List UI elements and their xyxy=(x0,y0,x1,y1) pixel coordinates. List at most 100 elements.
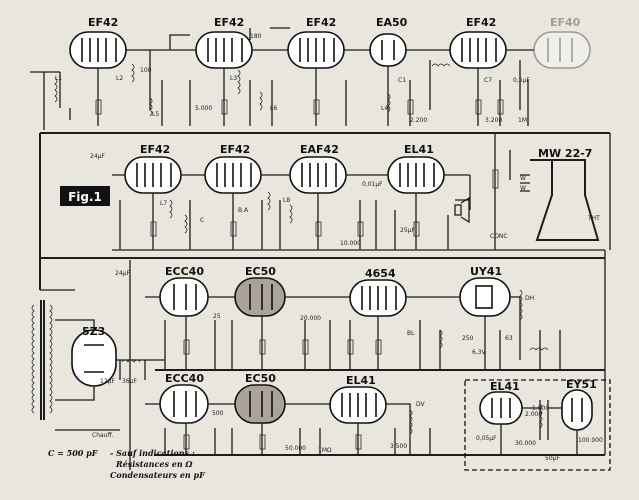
tube-label-r1-6: EF40 xyxy=(550,16,581,29)
tube-r3-1 xyxy=(159,277,209,317)
tube-label-r4-5: EY51 xyxy=(566,378,597,391)
label-r100: 100 xyxy=(140,67,152,74)
label-l8: L8 xyxy=(283,197,290,204)
tube-label-r2-4: EL41 xyxy=(404,143,434,156)
label-uf50: 50μF xyxy=(545,455,560,462)
label-uf24b: 24μF xyxy=(115,270,130,277)
tube-label-r3-4: UY41 xyxy=(470,265,502,278)
rectifier-tube xyxy=(71,329,117,387)
tube-r3-3 xyxy=(349,279,407,317)
label-r3200: 3.200 xyxy=(485,117,502,124)
label-r500: 500 xyxy=(212,410,224,417)
row4 xyxy=(145,384,431,455)
tube-label-r1-1: EF42 xyxy=(88,16,118,29)
tube-label-r1-5: EF42 xyxy=(466,16,496,29)
tube-r1-1 xyxy=(69,31,127,69)
label-dh: DH xyxy=(525,295,534,302)
tube-label-r4-1: ECC40 xyxy=(165,372,204,385)
label-w1: W xyxy=(520,175,526,182)
tube-r3-2 xyxy=(234,277,286,317)
label-uf12: 12μF xyxy=(100,378,115,385)
label-l5: L5 xyxy=(152,111,159,118)
tube-r1-2 xyxy=(195,31,253,69)
tube-label-r1-2: EF42 xyxy=(214,16,244,29)
tube-r4-3 xyxy=(329,386,387,424)
tube-label-r3-3: 4654 xyxy=(365,267,396,280)
label-r3500: 3.500 xyxy=(390,443,407,450)
tube-r3-4 xyxy=(459,277,511,317)
label-63: 63 xyxy=(505,335,513,342)
tube-r2-2 xyxy=(204,156,262,194)
label-uf01: 0,01μF xyxy=(362,181,383,188)
eht-subcircuit xyxy=(464,379,611,471)
label-l3: L3 xyxy=(230,75,237,82)
note-line1: - Sauf indications : xyxy=(110,448,195,458)
crt xyxy=(492,133,600,250)
label-uf05: 0,5μF xyxy=(513,77,530,84)
tube-label-r3-1: ECC40 xyxy=(165,265,204,278)
power-supply xyxy=(31,300,165,431)
label-conc: CONC xyxy=(490,233,508,240)
tube-r4-5 xyxy=(561,389,593,431)
label-l4: L4 xyxy=(381,105,388,112)
tube-r1-4 xyxy=(369,33,407,67)
tube-r4-2 xyxy=(234,384,286,424)
crt-tht-label: THT xyxy=(587,215,600,222)
label-r10000: 10.000 xyxy=(340,240,361,247)
label-chauff: Chauff. xyxy=(92,432,114,439)
label-r2000: 2.000 xyxy=(525,411,542,418)
crt-label: MW 22-7 xyxy=(538,147,592,160)
tube-label-r4-3: EL41 xyxy=(346,374,376,387)
tube-label-r1-3: EF42 xyxy=(306,16,336,29)
label-l2: L2 xyxy=(116,75,123,82)
tube-label-r1-4: EA50 xyxy=(376,16,408,29)
label-l1: L1 xyxy=(55,75,62,82)
note-line3: Condensateurs en pF xyxy=(110,470,206,480)
label-6v3: 6,3V xyxy=(472,349,487,356)
tube-r2-4 xyxy=(387,156,445,194)
tube-label-r3-2: EC50 xyxy=(245,265,276,278)
label-c7: C7 xyxy=(484,77,492,84)
figure-label-box: Fig.1 xyxy=(60,186,110,206)
tube-r2-1 xyxy=(124,156,182,194)
label-uf25: 25μF xyxy=(400,227,415,234)
figure-label: Fig.1 xyxy=(68,190,102,204)
label-l7: L7 xyxy=(160,200,167,207)
row2 xyxy=(112,156,471,250)
label-c: C xyxy=(200,217,204,224)
label-r20000: 20.000 xyxy=(300,315,321,322)
label-r1m: 1M xyxy=(518,117,527,124)
tube-r4-1 xyxy=(159,384,209,424)
label-uf36: 36μF xyxy=(122,378,137,385)
label-r30000: 30.000 xyxy=(515,440,536,447)
label-l6: L6 xyxy=(270,105,277,112)
label-r100000: 100.000 xyxy=(578,437,603,444)
label-r1mq: 1MΩ xyxy=(318,447,332,454)
label-r25: 25 xyxy=(213,313,221,320)
tube-label-rectifier: 5Z3 xyxy=(82,325,105,338)
label-dv: DV xyxy=(416,401,426,408)
tube-r1-6-faded xyxy=(533,31,591,69)
tube-r4-4 xyxy=(479,391,523,425)
label-r1000: 1.000 xyxy=(532,405,549,412)
main-rails xyxy=(39,132,611,470)
label-r2200: 2.200 xyxy=(410,117,427,124)
label-ba: B.A xyxy=(238,207,249,214)
tube-label-r2-2: EF42 xyxy=(220,143,250,156)
tube-label-r2-1: EF42 xyxy=(140,143,170,156)
tube-label-r2-3: EAF42 xyxy=(300,143,339,156)
row1 xyxy=(30,27,591,130)
label-bl: BL xyxy=(407,330,415,337)
note-line2: Résistances en Ω xyxy=(115,459,193,469)
label-w2: W xyxy=(520,185,526,192)
label-c1: C1 xyxy=(398,77,406,84)
note-capacitance: C = 500 pF xyxy=(48,448,99,458)
row3 xyxy=(145,277,561,370)
label-uf005: 0,05μF xyxy=(476,435,497,442)
tube-r1-5 xyxy=(449,31,507,69)
label-r5000: 5.000 xyxy=(195,105,212,112)
label-r250: 250 xyxy=(462,335,474,342)
tube-label-r4-4: EL41 xyxy=(490,380,520,393)
